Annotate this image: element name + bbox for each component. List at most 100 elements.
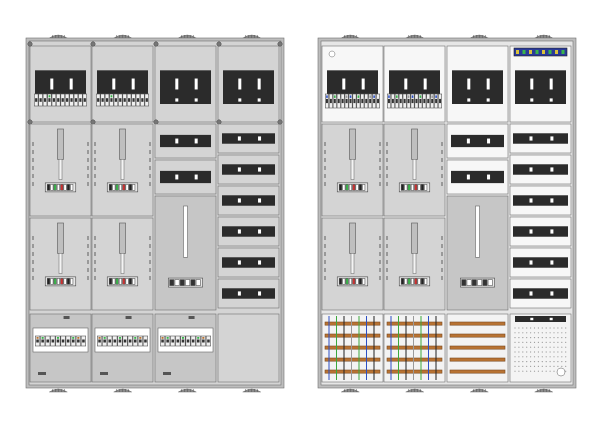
side-slot [32,268,34,272]
meter-field [321,217,384,311]
rail-shelf [509,185,572,216]
breaker-indicator [411,95,414,98]
side-slot [87,150,89,154]
breaker-indicator [435,95,437,98]
rail-slot [529,229,533,234]
side-slot [149,244,151,248]
din-rail [389,70,440,98]
din-rail [223,96,274,104]
meter-terminal [122,184,126,191]
perforation [565,341,567,343]
perforation [518,370,520,372]
meter-terminal [195,279,201,286]
side-slot [94,244,96,248]
din-rail [327,70,378,98]
rail-shelf [217,123,280,154]
rail-slot [257,78,261,90]
breaker-indicator [161,337,164,339]
perforation [545,361,547,363]
rail-slot [237,198,241,203]
meter-terminal [358,278,362,285]
breaker-toggle [83,98,86,102]
side-slot [32,182,34,186]
rail-shelf [446,45,509,123]
rail-shelf [217,185,280,216]
perforation [561,356,563,358]
rail-slot [175,138,179,144]
bottom-field [154,313,217,383]
rail-slot [550,291,554,296]
breaker-toggle [118,339,122,343]
meter-terminal [417,278,421,285]
breaker-indicator [36,337,39,339]
meter-terminal [122,278,126,285]
din-rail [222,164,275,175]
side-slot [441,142,443,146]
breaker-toggle [407,98,410,104]
rail-slot [131,78,135,90]
perforation [533,361,536,363]
perforation [537,365,540,367]
perforation [522,356,524,358]
field-label [38,372,46,375]
rail-slot [194,78,198,90]
rail-shelf [509,216,572,247]
perforation [557,332,559,334]
side-slot [386,276,388,280]
perforation [518,351,520,353]
rail-slot [550,167,554,172]
breaker-indicator [118,337,121,339]
meter-terminal [348,278,353,285]
perforation [522,370,524,372]
perforation [514,341,516,343]
side-slot [324,158,326,162]
breaker-indicator [110,95,113,98]
perforation [549,370,551,372]
breaker-toggle [123,98,126,102]
meter-field-tall [154,195,217,311]
perforation [518,365,520,367]
rail-slot [112,78,116,90]
meter-terminal [338,184,343,191]
breaker-row [386,93,443,109]
rail-slot [530,317,534,321]
side-slot [87,252,89,256]
perforation [530,327,532,329]
side-slot [386,158,388,162]
breaker-toggle [46,339,50,343]
perforation [561,346,563,348]
side-slot [32,158,34,162]
din-rail-bar [223,70,274,98]
meter-hanger-stem [350,159,355,180]
side-slot [324,166,326,170]
rail-shelf [509,154,572,185]
rail-slot [175,174,179,180]
copper-busbar [386,357,443,362]
breaker-toggle [196,339,200,343]
side-slot [386,174,388,178]
side-slot [87,158,89,162]
meter-terminal [471,279,477,286]
perforation [537,346,540,348]
meter-terminal [169,279,175,286]
copper-busbar [324,345,381,350]
cabinet-edge-caps [340,34,554,39]
side-slot [87,236,89,240]
breaker-toggle [56,339,60,343]
breaker-toggle [139,339,142,343]
meter-terminal [355,184,359,191]
meter-terminal [410,278,415,285]
breaker-toggle [103,339,106,343]
copper-busbar [449,321,506,326]
perforation [522,341,524,343]
rail-slot [361,78,365,90]
perforation [530,370,532,372]
meter-terminal [46,278,51,285]
meter-terminal [50,278,54,285]
meter-hanger [411,222,418,254]
breaker-toggle [123,339,127,343]
side-slot [441,150,443,154]
lock-mark [328,50,336,58]
perforation [518,361,520,363]
breaker-toggle [419,98,422,104]
